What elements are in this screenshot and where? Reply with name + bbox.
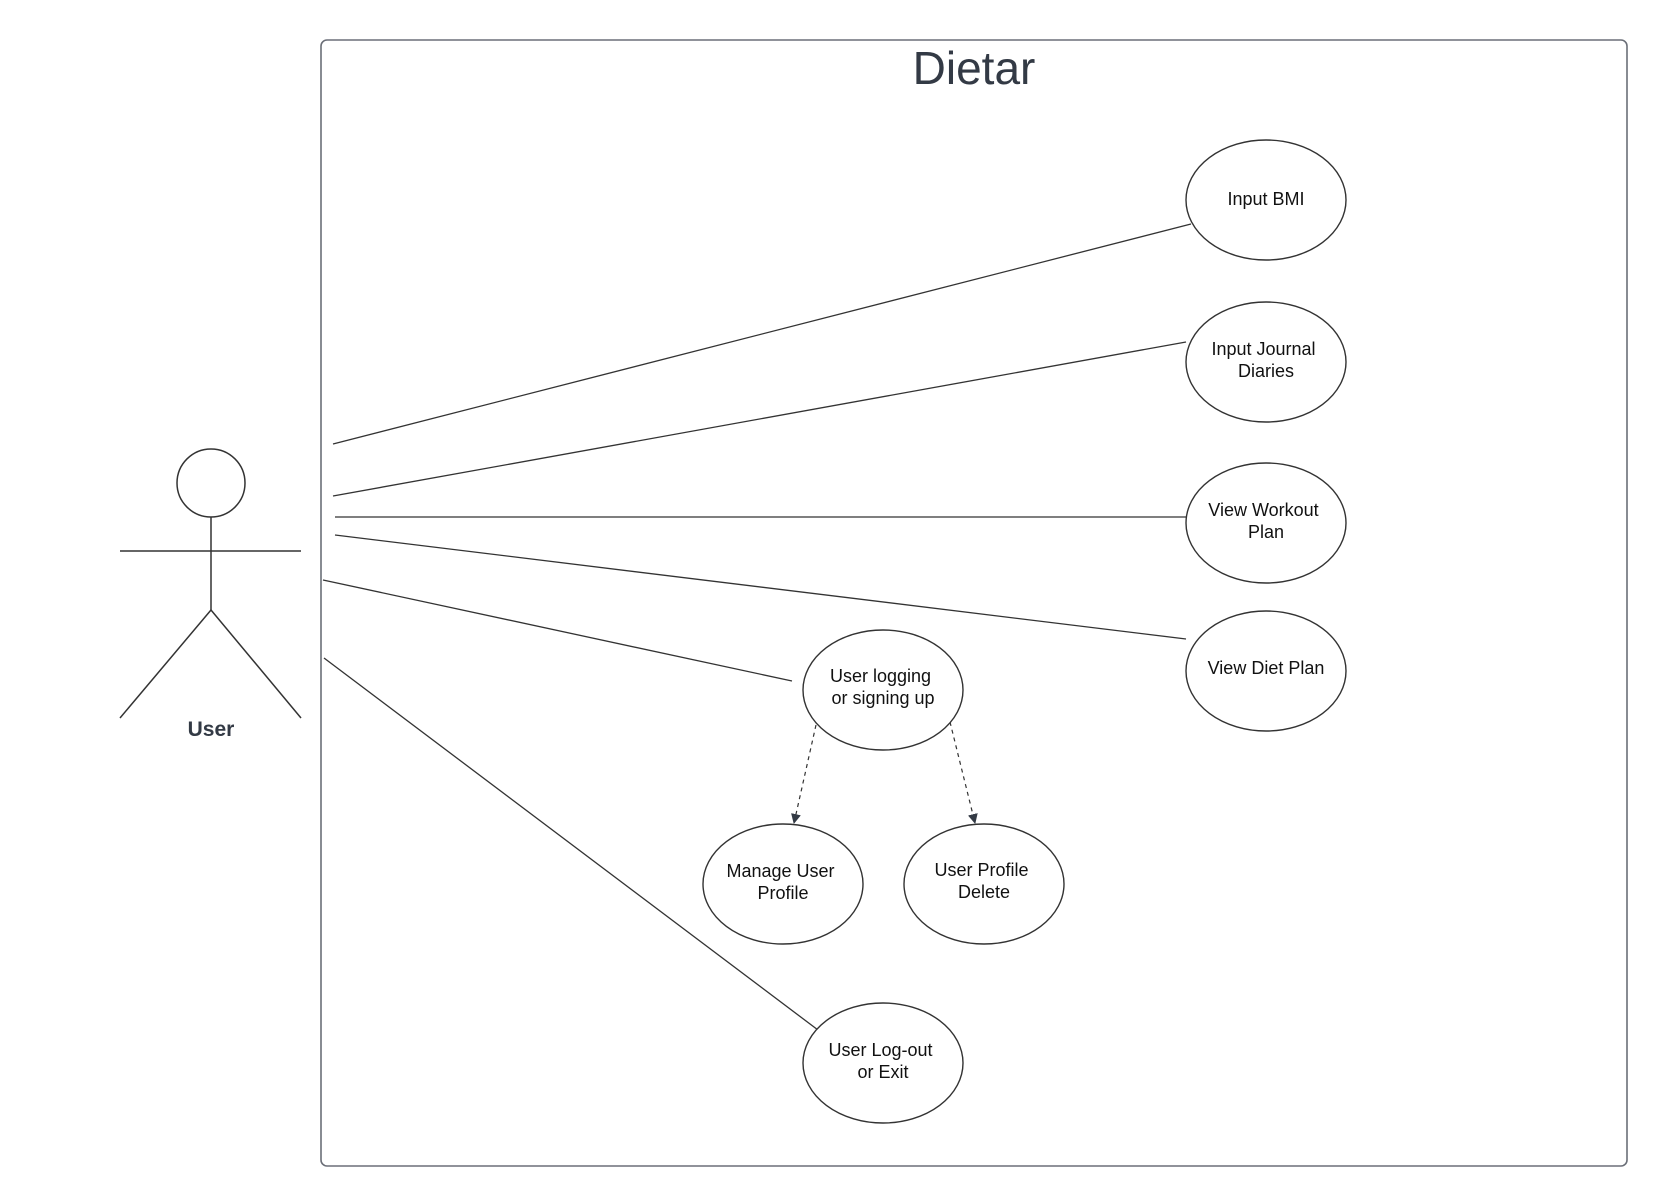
usecase-ellipse bbox=[1185, 139, 1347, 261]
usecase-label-line: Plan bbox=[1248, 522, 1284, 542]
usecase-ellipse bbox=[802, 1002, 964, 1124]
usecase-label-line: View Diet Plan bbox=[1208, 658, 1325, 678]
usecase-label-line: Profile bbox=[757, 883, 808, 903]
usecase-input-journal: Input Journal Diaries bbox=[1185, 301, 1347, 423]
usecase-label-line: Diaries bbox=[1238, 361, 1294, 381]
usecase-user-login: User logging or signing up bbox=[802, 629, 964, 751]
association-view-diet bbox=[334, 534, 1187, 640]
actor-label: User bbox=[188, 718, 235, 741]
association-input-bmi bbox=[332, 223, 1192, 445]
usecase-label-line: Delete bbox=[958, 882, 1010, 902]
system-boundary bbox=[320, 39, 1628, 1167]
usecase-logout: User Log-out or Exit bbox=[802, 1002, 964, 1124]
usecase-label-line: Input Journal bbox=[1211, 339, 1315, 359]
actor-user: User bbox=[119, 448, 302, 741]
usecase-label: User Log-out or Exit bbox=[828, 1040, 937, 1082]
association-user-login bbox=[322, 579, 793, 682]
usecase-label-line: Input BMI bbox=[1227, 189, 1304, 209]
actor-right-leg bbox=[210, 609, 302, 719]
usecase-label: Manage User Profile bbox=[726, 861, 839, 903]
usecase-label: User logging or signing up bbox=[830, 666, 936, 708]
associations bbox=[322, 223, 1192, 1031]
usecase-profile-delete: User Profile Delete bbox=[903, 823, 1065, 945]
association-input-journal bbox=[332, 341, 1187, 497]
usecase-label-line: or signing up bbox=[831, 688, 934, 708]
system-title: Dietar bbox=[913, 42, 1036, 94]
dependency-profile-delete bbox=[949, 721, 978, 824]
usecase-view-diet: View Diet Plan bbox=[1185, 610, 1347, 732]
usecase-ellipse bbox=[702, 823, 864, 945]
usecase-label: User Profile Delete bbox=[934, 860, 1033, 902]
usecase-input-bmi: Input BMI bbox=[1185, 139, 1347, 261]
usecase-ellipse bbox=[1185, 301, 1347, 423]
dependency-manage-profile bbox=[791, 724, 817, 824]
usecase-label-line: User Log-out bbox=[828, 1040, 932, 1060]
usecase-ellipse bbox=[802, 629, 964, 751]
usecase-label: Input BMI bbox=[1227, 189, 1304, 209]
usecase-ellipse bbox=[1185, 462, 1347, 584]
usecase-label-line: Manage User bbox=[726, 861, 834, 881]
actor-head bbox=[176, 448, 246, 518]
usecase-label-line: View Workout bbox=[1208, 500, 1318, 520]
usecase-ellipse bbox=[903, 823, 1065, 945]
actor-left-leg bbox=[119, 609, 212, 719]
usecase-view-workout: View Workout Plan bbox=[1185, 462, 1347, 584]
usecase-label-line: or Exit bbox=[857, 1062, 908, 1082]
usecase-label-line: User Profile bbox=[934, 860, 1028, 880]
usecase-manage-profile: Manage User Profile bbox=[702, 823, 864, 945]
usecase-label: View Diet Plan bbox=[1208, 658, 1325, 678]
association-logout bbox=[323, 657, 819, 1031]
dependencies bbox=[791, 721, 978, 824]
usecase-label: Input Journal Diaries bbox=[1211, 339, 1320, 381]
usecase-label-line: User logging bbox=[830, 666, 931, 686]
usecase-ellipse bbox=[1185, 610, 1347, 732]
usecase-label: View Workout Plan bbox=[1208, 500, 1323, 542]
